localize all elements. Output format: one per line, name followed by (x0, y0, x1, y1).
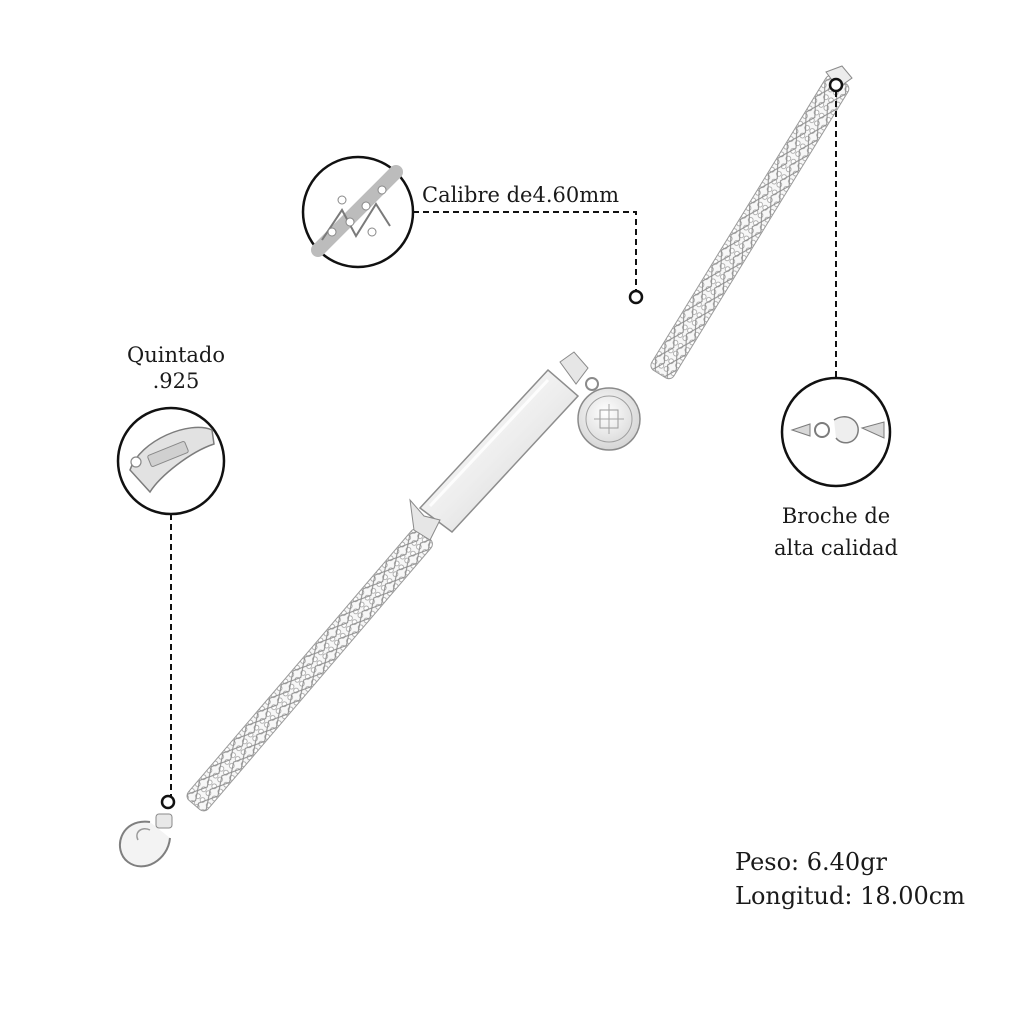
gauge-marker-dot (628, 289, 644, 305)
clasp-marker-dot (828, 77, 844, 93)
clasp-label-line2: alta calidad (774, 536, 898, 560)
gauge-chain-zoom (311, 165, 403, 257)
silver-marker-dot (160, 794, 176, 810)
lobster-clasp-main (119, 813, 173, 868)
silver-stamp-zoom (129, 426, 215, 494)
gauge-label: Calibre de4.60mm (422, 183, 620, 207)
callout-clasp (780, 77, 892, 488)
chain-upper (650, 74, 850, 380)
silver-label: Quintado .925 (96, 342, 256, 394)
weight-spec: Peso: 6.40gr (735, 848, 888, 876)
callout-silver (116, 406, 226, 810)
callout-gauge (301, 155, 644, 305)
medal-charm (577, 377, 641, 451)
id-plate (409, 351, 589, 541)
clasp-zoom (790, 416, 885, 444)
clasp-label-line1: Broche de (781, 504, 891, 528)
silver-label-line2: .925 (152, 369, 200, 393)
clasp-label: Broche de alta calidad (746, 503, 926, 561)
silver-label-line1: Quintado (126, 343, 226, 367)
length-spec: Longitud: 18.00cm (735, 882, 965, 910)
chain-lower (186, 528, 433, 812)
